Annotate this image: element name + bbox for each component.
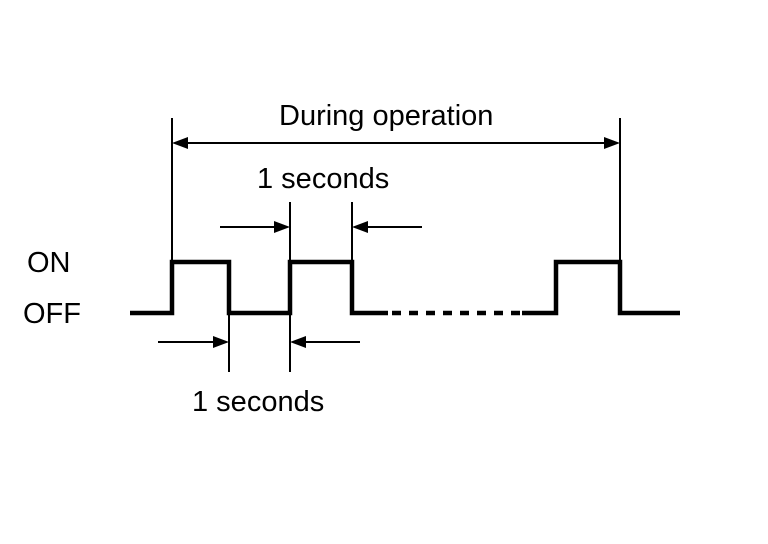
off-duration-arrow-right	[290, 336, 360, 348]
square-wave-final-pulse	[522, 259, 680, 316]
during-operation-dimension-arrow	[172, 137, 620, 149]
on-duration-arrow-right	[352, 221, 422, 233]
square-wave-signal	[130, 259, 388, 316]
on-duration-label: 1 seconds	[257, 163, 389, 195]
off-duration-arrow-left	[158, 336, 229, 348]
on-state-label: ON	[27, 247, 71, 279]
on-duration-arrow-left	[220, 221, 290, 233]
during-operation-label: During operation	[279, 100, 493, 132]
off-state-label: OFF	[23, 298, 81, 330]
off-duration-label: 1 seconds	[192, 386, 324, 418]
